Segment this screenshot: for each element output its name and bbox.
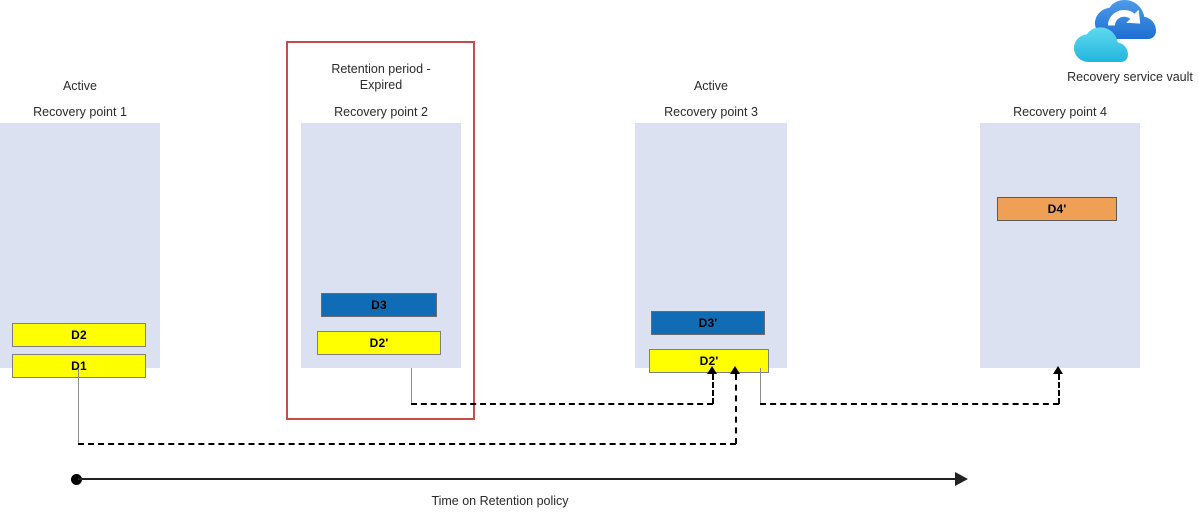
rp2-container: D3 D2' (301, 123, 461, 368)
rp2-status-label: Retention period - Expired (331, 62, 431, 92)
timeline-axis (78, 478, 958, 480)
connector-rp3-to-rp4-horizontal (760, 403, 1059, 405)
rp1-block-d1[interactable]: D1 (12, 354, 146, 378)
recovery-service-vault-label: Recovery service vault (1067, 70, 1193, 84)
rp3-container: D3' D2' (635, 123, 787, 373)
rp4-title: Recovery point 4 (1013, 105, 1107, 119)
rp1-container: D2 D1 (0, 123, 160, 378)
recovery-point-1[interactable]: Active Recovery point 1 D2 D1 (0, 78, 160, 378)
recovery-point-4[interactable]: Recovery point 4 D4' (980, 104, 1140, 370)
rp2-title: Recovery point 2 (334, 105, 428, 119)
recovery-point-2[interactable]: Retention period - Expired Recovery poin… (301, 61, 461, 370)
timeline-label: Time on Retention policy (431, 494, 569, 508)
connector-rp1-to-rp3-vertical (735, 374, 737, 444)
rp1-block-d2[interactable]: D2 (12, 323, 146, 347)
recovery-point-3[interactable]: Active Recovery point 3 D3' D2' (635, 78, 787, 373)
rp3-status-label: Active (693, 79, 729, 93)
timeline-arrowhead (955, 472, 968, 486)
rp1-title: Recovery point 1 (33, 105, 127, 119)
rp2-block-d2-prime[interactable]: D2' (317, 331, 441, 355)
connector-rp3-to-rp4-arrowhead (1053, 366, 1063, 374)
expired-retention-highlight (286, 41, 475, 420)
timeline-start-dot (71, 474, 82, 485)
rp4-container: D4' (980, 123, 1140, 368)
connector-rp2-to-rp3-horizontal (411, 403, 713, 405)
rp4-block-d4-prime[interactable]: D4' (997, 197, 1117, 221)
rp2-block-d3[interactable]: D3 (321, 293, 437, 317)
rp3-title: Recovery point 3 (664, 105, 758, 119)
connector-rp2-to-rp3-vertical (712, 374, 714, 404)
connector-rp3-stem (760, 368, 761, 404)
recovery-service-vault-icon (1074, 0, 1156, 62)
connector-rp2-to-rp3-arrowhead (707, 366, 717, 374)
recovery-service-vault: Recovery service vault (1062, 0, 1198, 92)
rp3-block-d3-prime[interactable]: D3' (651, 311, 765, 335)
connector-rp3-to-rp4-vertical (1058, 374, 1060, 404)
connector-rp1-to-rp3-arrowhead (730, 366, 740, 374)
connector-rp2-stem (411, 368, 412, 404)
connector-rp1-stem (78, 368, 79, 444)
rp1-status-label: Active (62, 79, 98, 93)
connector-rp1-to-rp3-horizontal (78, 443, 736, 445)
